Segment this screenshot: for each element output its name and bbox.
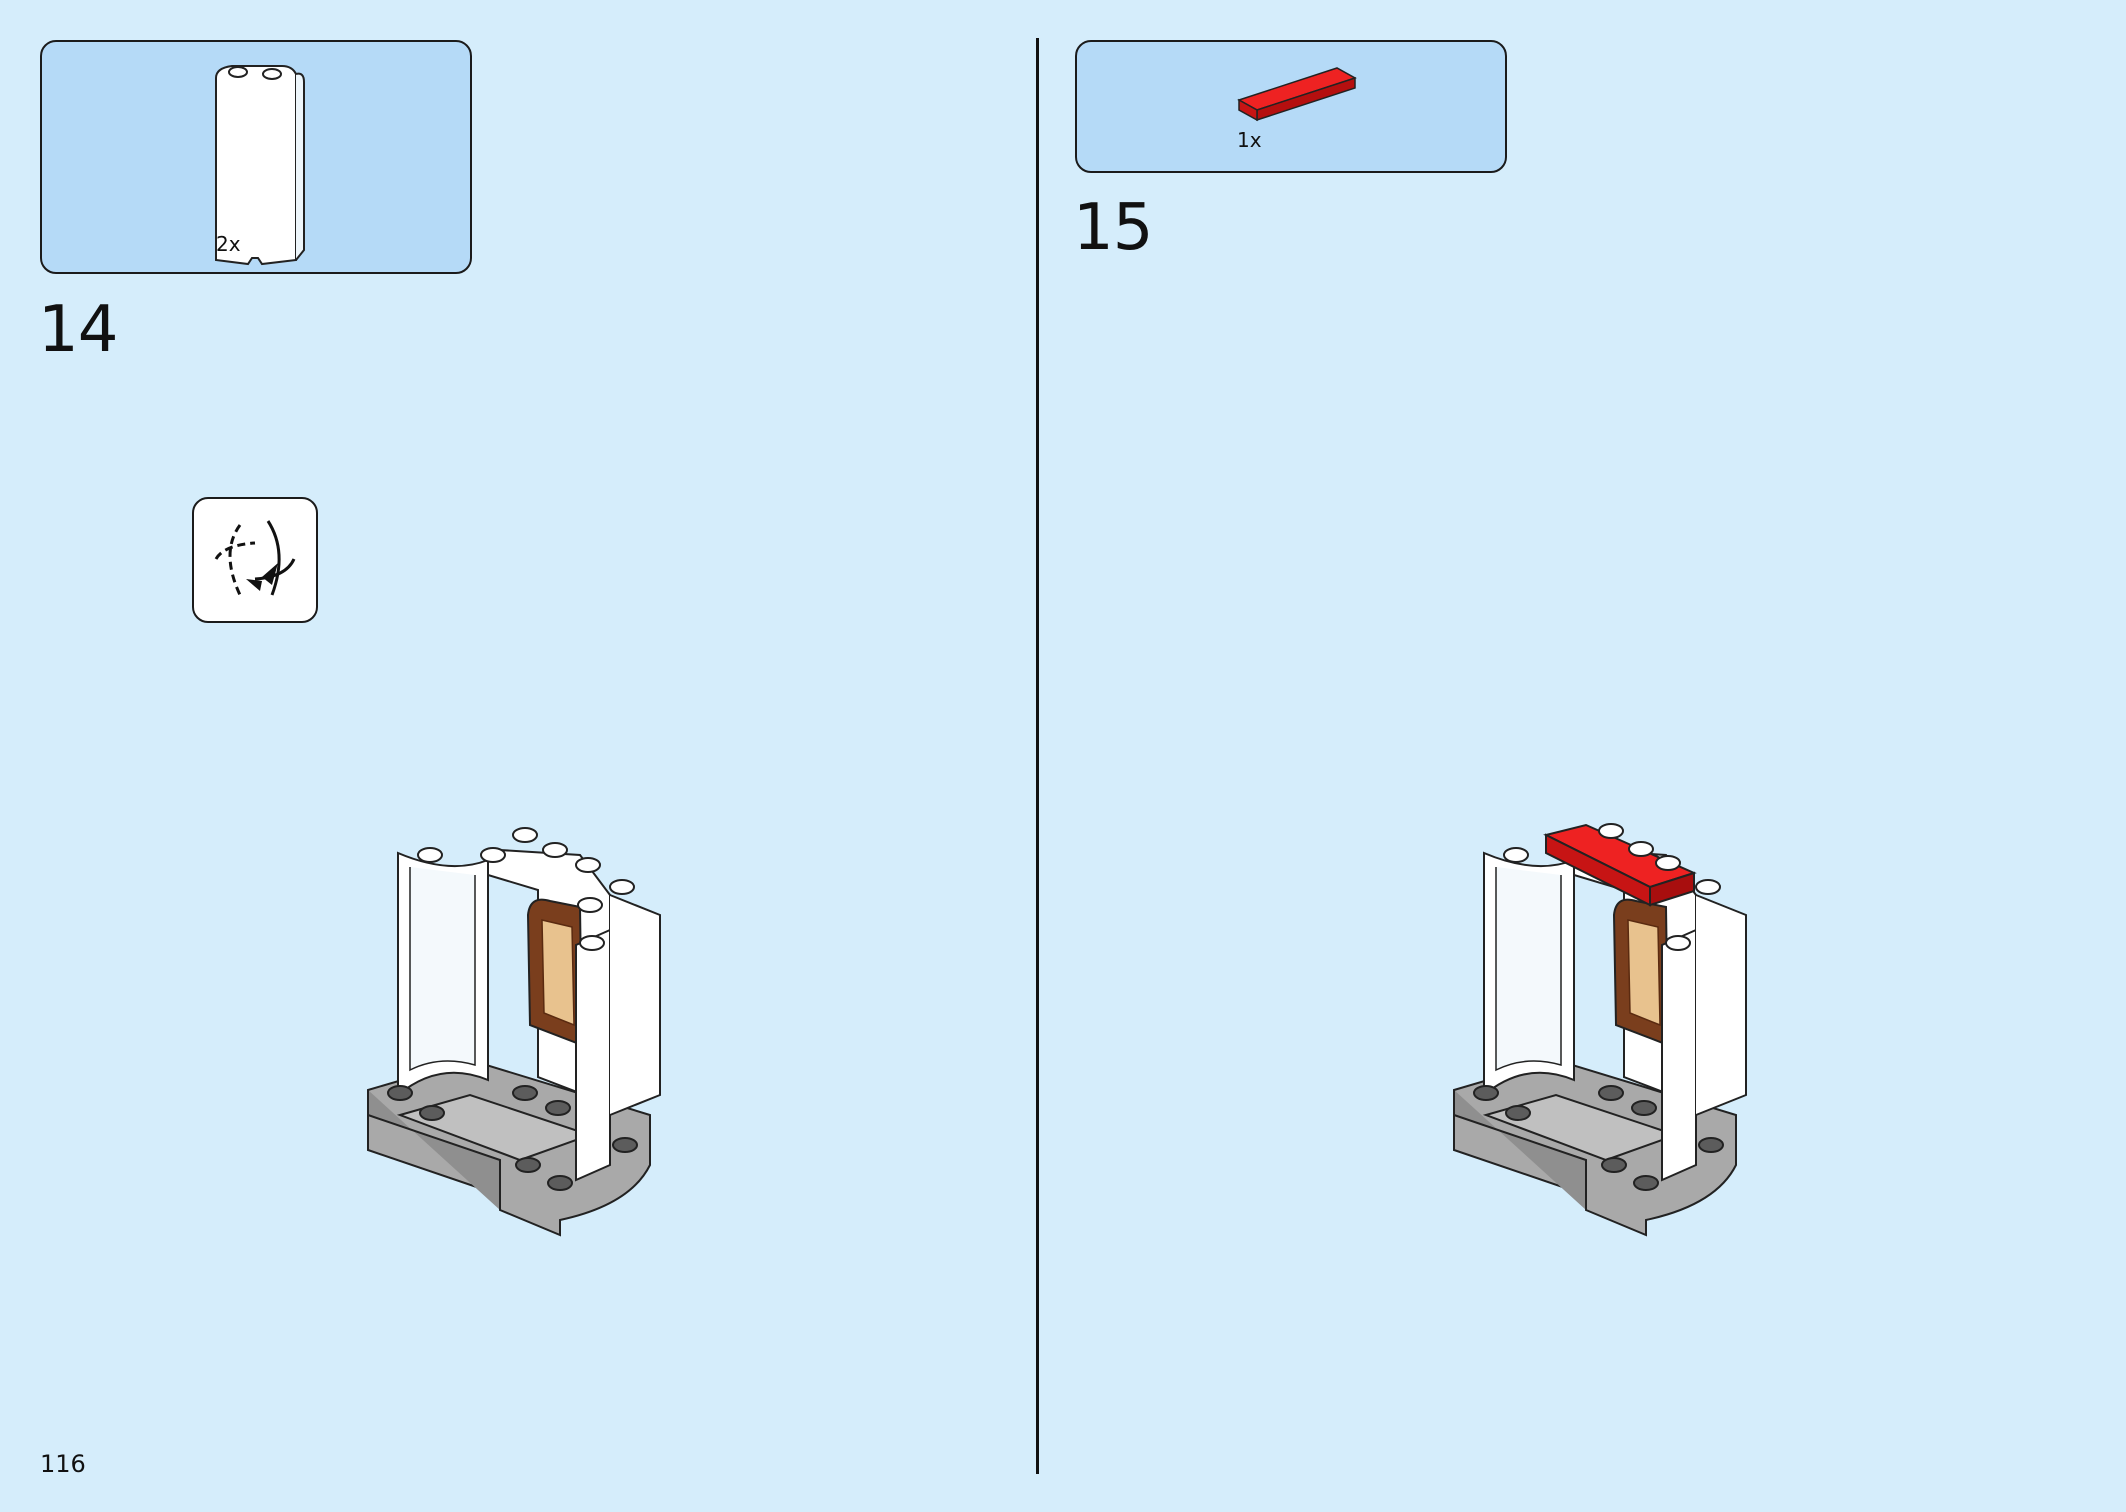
red-tile-1x4-icon — [1237, 67, 1357, 122]
booth-model-step-15 — [1453, 823, 1747, 1237]
part-quantity: 1x — [1237, 128, 1262, 152]
parts-callout-step-14: 2x — [40, 40, 472, 274]
white-curved-panel-icon — [215, 65, 305, 266]
step-number: 14 — [38, 293, 118, 367]
part-quantity: 2x — [216, 232, 241, 256]
rotate-model-icon — [214, 520, 296, 596]
page-divider — [1036, 38, 1039, 1474]
step-number: 15 — [1073, 191, 1153, 265]
parts-callout-step-15: 1x — [1075, 40, 1507, 173]
booth-model-step-14 — [367, 827, 661, 1237]
page-number: 116 — [40, 1450, 86, 1478]
rotate-model-callout — [192, 497, 318, 623]
